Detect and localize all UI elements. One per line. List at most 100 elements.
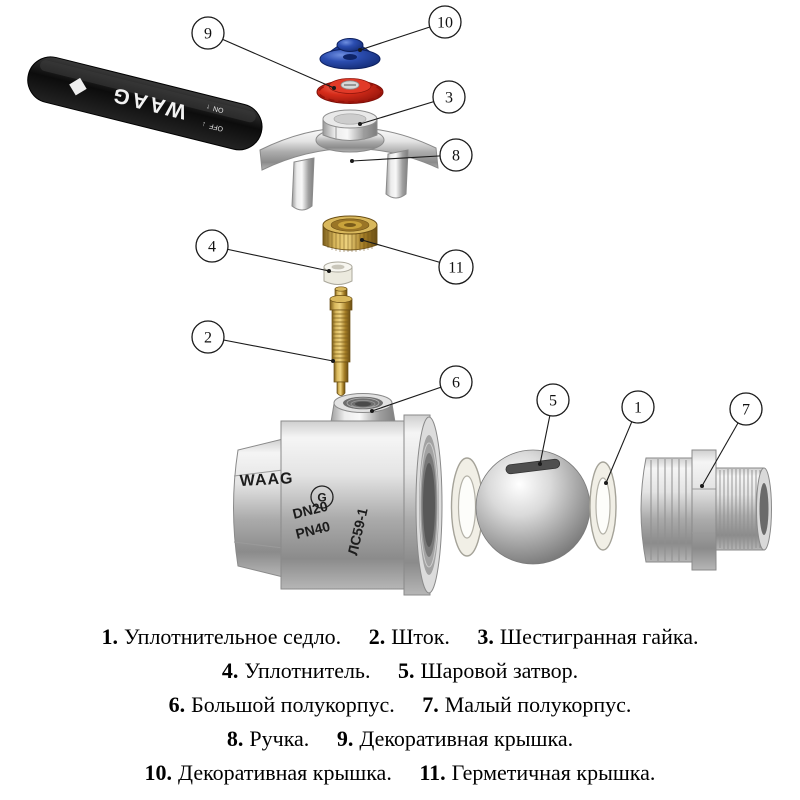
legend-text: Малый полукорпус. — [444, 692, 632, 717]
main-body: WAAG G DN20 PN40 ЛС59-1 — [233, 393, 443, 596]
legend-row-1: 1.Уплотнительное седло. 2.Шток. 3.Шестиг… — [0, 620, 800, 654]
legend-row-5: 10.Декоративная крышка. 11.Герметичная к… — [0, 756, 800, 790]
leader-dot — [700, 484, 704, 488]
cert-mark: G — [310, 485, 334, 509]
leader-dot — [327, 269, 331, 273]
legend-text: Шестигранная гайка. — [499, 624, 699, 649]
stem-top-face — [334, 286, 348, 292]
stem-tip — [336, 381, 346, 396]
leader-line-2 — [207, 336, 334, 362]
leader-dot — [370, 409, 374, 413]
callout-4: 4 — [195, 229, 229, 263]
body-neck-hole — [355, 401, 371, 407]
callout-4-label: 4 — [208, 239, 216, 256]
callout-11-label: 11 — [448, 260, 463, 277]
leader-dot — [360, 238, 364, 242]
legend-item-3: 3.Шестигранная гайка. — [477, 624, 698, 649]
legend-num: 2. — [368, 624, 386, 649]
small-body — [640, 449, 772, 571]
legend-item-4: 4.Уплотнитель. — [222, 658, 371, 683]
stem-smooth-section — [333, 361, 349, 383]
body-barrel — [280, 420, 408, 590]
seal-washer-hole — [331, 264, 345, 270]
callout-8: 8 — [439, 138, 473, 172]
legend-text: Герметичная крышка. — [451, 760, 656, 785]
small-body-hex-facets — [692, 488, 716, 534]
exploded-diagram: WAAG OFF ↓ ON ↑ — [27, 5, 772, 596]
blue-cap-dome — [336, 38, 364, 52]
legend-num: 11. — [419, 760, 446, 785]
callout-5-label: 5 — [549, 393, 557, 410]
legend-text: Уплотнитель. — [244, 658, 371, 683]
body-hex-facets — [233, 469, 284, 549]
ball-stem-slot — [505, 458, 561, 475]
stem-thread-lines — [333, 313, 349, 359]
waag-logo-diamond-icon — [69, 77, 87, 96]
off-arrow-icon: ↓ — [201, 120, 206, 128]
leader-dot — [358, 122, 362, 126]
small-body-bore — [759, 483, 769, 535]
small-body-thread-big — [640, 457, 693, 563]
legend-row-4: 8.Ручка. 9.Декоративная крышка. — [0, 722, 800, 756]
handle: WAAG OFF ↓ ON ↑ — [27, 56, 263, 151]
legend-num: 3. — [477, 624, 494, 649]
legend-item-2: 2.Шток. — [369, 624, 450, 649]
legend-item-7: 7.Малый полукорпус. — [422, 692, 631, 717]
legend-item-11: 11.Герметичная крышка. — [419, 760, 655, 785]
leader-line-8 — [351, 154, 457, 162]
red-cap — [316, 78, 384, 104]
body-brand-stamp: WAAG — [239, 470, 294, 490]
body-hex-end — [233, 438, 284, 578]
legend-num: 5. — [397, 658, 415, 683]
legend-text: Ручка. — [249, 726, 310, 751]
cert-mark-circle — [310, 485, 334, 509]
sealing-cap-hole — [344, 223, 356, 227]
seat-ring-left — [450, 457, 484, 557]
legend-text: Уплотнительное седло. — [124, 624, 342, 649]
small-body-thread-big-lines — [650, 459, 687, 561]
callouts: 9 10 3 8 4 11 2 6 — [191, 5, 763, 426]
legend-num: 6. — [168, 692, 186, 717]
callout-5: 5 — [536, 383, 570, 417]
sealing-cap — [322, 215, 378, 252]
body-bore-deep — [423, 463, 435, 547]
leader-line-9 — [207, 32, 335, 89]
legend-num: 10. — [144, 760, 173, 785]
legend-row-2: 4.Уплотнитель. 5.Шаровой затвор. — [0, 654, 800, 688]
nut-chamfer — [333, 113, 367, 125]
legend-num: 9. — [336, 726, 354, 751]
leader-dot — [350, 159, 354, 163]
handle-sheen — [40, 60, 256, 123]
blue-cap-center — [343, 54, 357, 60]
hex-nut — [322, 109, 378, 141]
legend-text: Шаровой затвор. — [420, 658, 579, 683]
legend: 1.Уплотнительное седло. 2.Шток. 3.Шестиг… — [0, 620, 800, 790]
seal-ring-right-inner — [595, 477, 611, 535]
legend-item-6: 6.Большой полукорпус. — [169, 692, 395, 717]
callout-7-label: 7 — [742, 402, 750, 419]
leader-dot — [331, 359, 335, 363]
callout-1: 1 — [621, 390, 655, 424]
legend-num: 7. — [422, 692, 439, 717]
legend-num: 4. — [221, 658, 239, 683]
seal-ring-right — [589, 461, 617, 551]
seal-washer — [323, 261, 353, 285]
legend-item-5: 5.Шаровой затвор. — [398, 658, 578, 683]
callout-7: 7 — [729, 392, 763, 426]
callout-2: 2 — [191, 320, 225, 354]
handle-off-label: OFF — [209, 122, 224, 132]
seat-ring-left-inner — [457, 475, 477, 539]
callout-9-label: 9 — [204, 26, 212, 43]
body-neck-thread2 — [350, 399, 376, 408]
body-internal-thread — [419, 442, 439, 568]
cert-mark-letter: G — [317, 491, 326, 505]
leader-dot — [358, 48, 362, 52]
callout-11: 11 — [438, 249, 474, 285]
callout-3-label: 3 — [445, 90, 453, 107]
legend-item-9: 9.Декоративная крышка. — [337, 726, 573, 751]
on-arrow-icon: ↑ — [206, 102, 211, 110]
handle-on-label: ON — [213, 104, 225, 113]
legend-item-10: 10.Декоративная крышка. — [145, 760, 392, 785]
callout-10-label: 10 — [437, 15, 453, 32]
